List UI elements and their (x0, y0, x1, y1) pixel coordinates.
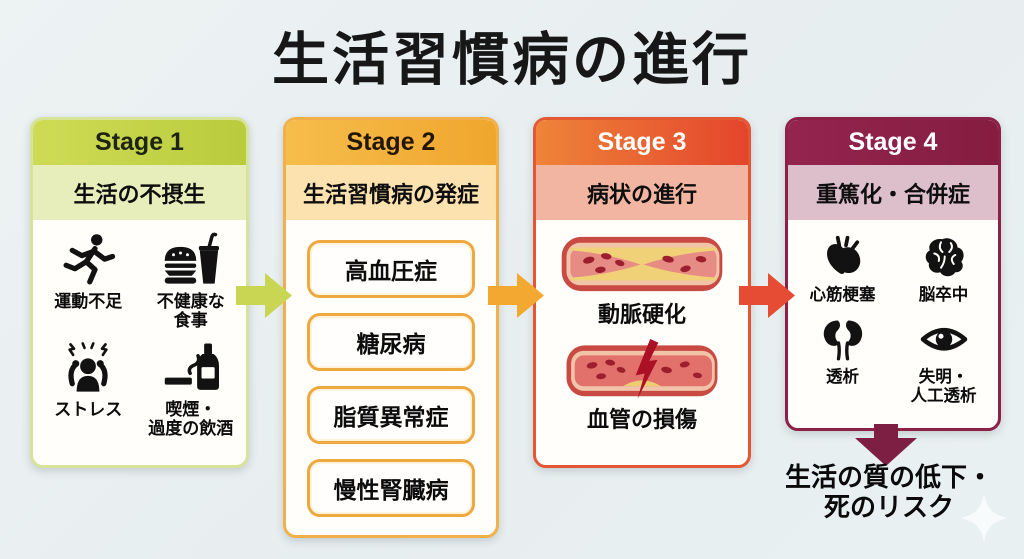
brain-icon (925, 238, 964, 277)
stage4-card: Stage 4 重篤化・合併症 心筋梗塞 (785, 117, 1001, 431)
lifestyle-item-diet: 不健康な 食事 (140, 232, 243, 330)
fast-food-icon (164, 232, 219, 284)
stage2-card: Stage 2 生活習慣病の発症 高血圧症 糖尿病 脂質異常症 慢性腎臓病 (283, 117, 499, 538)
stage2-header: Stage 2 (286, 120, 496, 165)
diagram-title: 生活習慣病の進行 (272, 26, 752, 93)
stage1-subtitle: 生活の不摂生 (33, 165, 246, 220)
complication-item-label: 心筋梗塞 (809, 286, 876, 304)
lifestyle-item-label: 運動不足 (54, 292, 123, 311)
stage3-header: Stage 3 (536, 120, 748, 165)
stage4-body: 心筋梗塞 脳卒中 (788, 220, 998, 412)
stage2-subtitle: 生活習慣病の発症 (286, 165, 496, 220)
stage1-body: 運動不足 不健康な 食事 (33, 220, 246, 445)
complication-item-blindness: 失明・ 人工透析 (893, 316, 994, 405)
outcome-text: 生活の質の低下・ 死のリスク (784, 462, 993, 523)
complication-item-label: 脳卒中 (918, 286, 969, 304)
arrow-stage2-to-3-icon (488, 273, 544, 318)
disease-box-hypertension: 高血圧症 (307, 240, 475, 298)
stage1-header: Stage 1 (33, 120, 246, 165)
complication-item-dialysis: 透析 (792, 316, 893, 405)
arrow-stage3-to-4-icon (739, 273, 795, 318)
stage3-subtitle: 病状の進行 (536, 165, 748, 220)
runner-icon (63, 234, 116, 285)
stage3-body: 動脈硬化 (536, 220, 748, 434)
lifestyle-item-label: 不健康な 食事 (156, 292, 225, 331)
stage4-header-label: Stage 4 (848, 128, 938, 156)
damaged-artery-illustration (566, 339, 718, 399)
stage4-header: Stage 4 (788, 120, 998, 165)
eye-icon (920, 328, 967, 351)
stage1-header-label: Stage 1 (95, 128, 184, 156)
complication-item-stroke: 脳卒中 (893, 234, 994, 304)
disease-box-diabetes: 糖尿病 (307, 313, 475, 371)
disease-box-ckd: 慢性腎臓病 (307, 459, 475, 517)
stage4-subtitle: 重篤化・合併症 (788, 165, 998, 220)
kidneys-icon (823, 320, 862, 361)
progression-item-arteriosclerosis: 動脈硬化 (556, 234, 728, 329)
disease-box-dyslipidemia: 脂質異常症 (307, 386, 475, 444)
stage2-header-label: Stage 2 (346, 128, 436, 156)
arrow-stage4-down-icon (855, 424, 917, 466)
sparkle-decoration-icon (960, 493, 1008, 543)
smoking-alcohol-icon (164, 343, 219, 390)
progression-item-label: 動脈硬化 (597, 302, 686, 327)
heart-icon (826, 235, 860, 275)
stage2-body: 高血圧症 糖尿病 脂質異常症 慢性腎臓病 (286, 220, 496, 517)
progression-item-label: 血管の損傷 (586, 407, 697, 432)
stage3-card: Stage 3 病状の進行 (533, 117, 751, 468)
lifestyle-item-label: 喫煙・ 過度の飲酒 (148, 400, 234, 439)
progression-item-vessel-damage: 血管の損傷 (556, 339, 728, 434)
lifestyle-item-label: ストレス (54, 400, 123, 420)
complication-item-label: 透析 (826, 368, 859, 387)
stress-icon (68, 342, 108, 392)
stage1-card: Stage 1 生活の不摂生 運動不足 (30, 117, 249, 468)
complication-item-heart-attack: 心筋梗塞 (792, 234, 893, 304)
narrowed-artery-illustration (561, 236, 723, 292)
lifestyle-item-exercise: 運動不足 (37, 232, 140, 330)
lifestyle-item-stress: ストレス (37, 340, 140, 438)
lifestyle-item-smoking-drinking: 喫煙・ 過度の飲酒 (140, 340, 243, 438)
arrow-stage1-to-2-icon (236, 273, 292, 318)
complication-item-label: 失明・ 人工透析 (910, 368, 977, 405)
stage3-header-label: Stage 3 (597, 128, 687, 156)
